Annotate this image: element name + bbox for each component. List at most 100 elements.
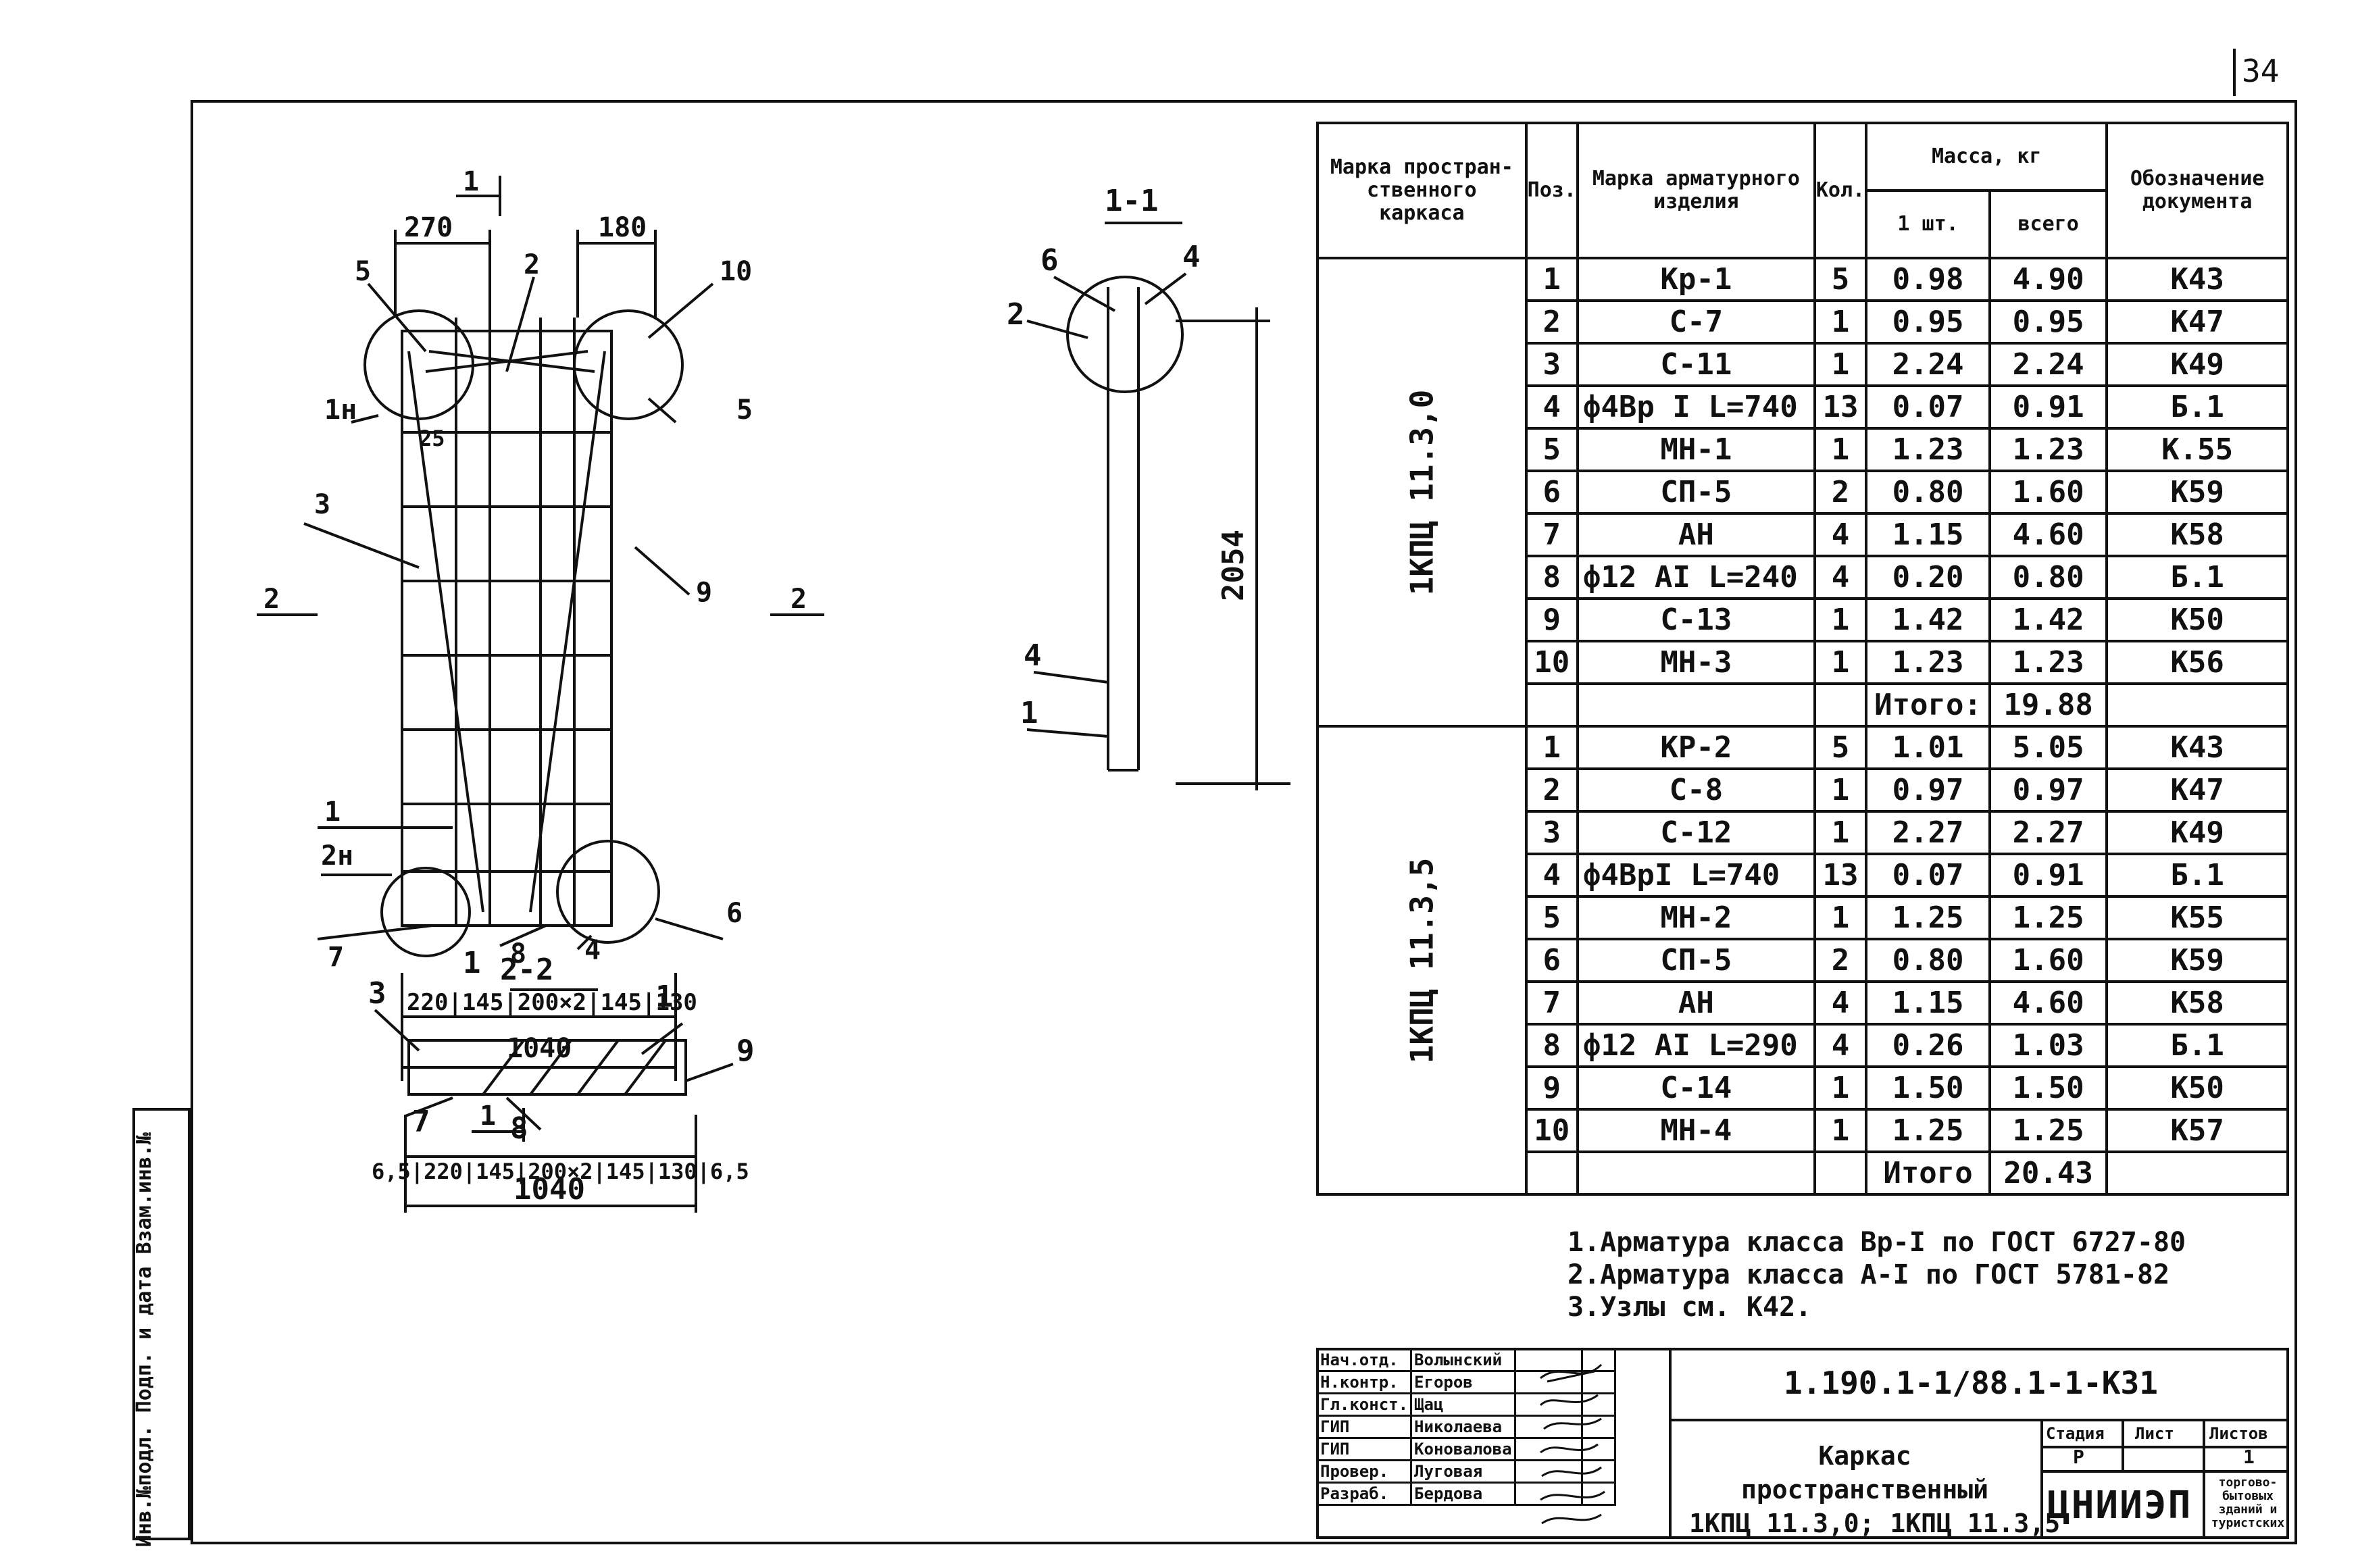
header-qty: Кол.: [1813, 122, 1868, 259]
frame-elevation-drawing: 1 270 180 5 2 10 1н 5 25 3 2 9 2 1 2н 6 …: [257, 166, 824, 1142]
cell-qty: 2: [1813, 470, 1868, 515]
cell-unit-mass: 0.97: [1865, 767, 1991, 813]
s11-label-4b: 4: [1024, 638, 1042, 673]
label-5a: 5: [355, 256, 371, 287]
cell-qty: 1: [1813, 810, 1868, 855]
document-code: 1.190.1-1/88.1-1-К31: [1784, 1365, 2158, 1401]
label-10: 10: [720, 256, 752, 287]
stage-hline: [2040, 1446, 2289, 1448]
label-1: 1: [324, 796, 341, 828]
notes-block: 1.Арматура класса Вр-I по ГОСТ 6727-80 2…: [1567, 1226, 2186, 1323]
cell-unit-mass: 0.80: [1865, 470, 1991, 515]
cell-mark: СП-5: [1576, 938, 1816, 983]
cell-qty: 4: [1813, 1023, 1868, 1068]
cell-doc: К50: [2105, 1065, 2289, 1111]
cell-pos: 1: [1524, 257, 1579, 302]
group-1-frame-cell: 1КПЦ 11.3,0: [1316, 257, 1528, 728]
cell-mark: С-13: [1576, 597, 1816, 642]
drawing-frame: [191, 100, 2297, 1544]
page-number: 34: [2242, 53, 2280, 89]
cell-unit-mass: 1.50: [1865, 1065, 1991, 1111]
note-line: 3.Узлы см. К42.: [1567, 1292, 1812, 1323]
cell-pos: 6: [1524, 938, 1579, 983]
total-label: Итого: [1865, 1150, 1991, 1196]
cell-qty: 5: [1813, 257, 1868, 302]
section-2-left: 2: [264, 584, 280, 615]
total-label: Итого:: [1865, 682, 1991, 728]
cell-pos: 3: [1524, 810, 1579, 855]
signature-table: Нач.отд.Волынский Н.контр.Егоров Гл.конс…: [1315, 1348, 1616, 1506]
cell-pos: 9: [1524, 597, 1579, 642]
cell-qty: 4: [1813, 555, 1868, 600]
cell-total-mass: 5.05: [1988, 725, 2109, 770]
cell-pos: 9: [1524, 1065, 1579, 1111]
title-line-2: пространственный: [1740, 1475, 1989, 1504]
signature-name: Луговая: [1410, 1459, 1516, 1484]
cell-pos: 4: [1524, 384, 1579, 430]
cell-unit-mass: 0.80: [1865, 938, 1991, 983]
cell-doc: К49: [2105, 810, 2289, 855]
cell-mark: СП-5: [1576, 470, 1816, 515]
s11-label-1: 1: [1020, 696, 1038, 730]
sheets-value: 1: [2243, 1446, 2255, 1468]
cell-mark: КР-2: [1576, 725, 1816, 770]
cell-mark: С-14: [1576, 1065, 1816, 1111]
cell-doc: К57: [2105, 1108, 2289, 1153]
signature-role: Нач.отд.: [1315, 1348, 1413, 1372]
drawing-title: Каркас пространственный 1КПЦ 11.3,0; 1КП…: [1689, 1439, 2060, 1540]
signature-role: ГИП: [1315, 1437, 1413, 1461]
total-value: 19.88: [1988, 682, 2109, 728]
section-2-right: 2: [791, 584, 807, 615]
s22-section-mark: 1: [463, 946, 481, 980]
signature-name: Николаева: [1410, 1415, 1516, 1439]
cell-qty: 4: [1813, 980, 1868, 1026]
cell-unit-mass: 1.23: [1865, 640, 1991, 685]
cell-unit-mass: 1.25: [1865, 1108, 1991, 1153]
cell-unit-mass: 1.25: [1865, 895, 1991, 940]
signatures-handwritten: [1539, 1363, 1605, 1525]
group-2-frame-cell: 1КПЦ 11.3,5: [1316, 725, 1528, 1196]
group-1-frame-mark: 1КПЦ 11.3,0: [1403, 389, 1440, 595]
cell-mark: С-8: [1576, 767, 1816, 813]
cell-unit-mass: 1.42: [1865, 597, 1991, 642]
stage-vline-2: [2203, 1419, 2205, 1539]
cell-qty: 5: [1813, 725, 1868, 770]
section-mark-top: 1: [463, 166, 479, 197]
header-pos: Поз.: [1524, 122, 1579, 259]
cell-unit-mass: 1.01: [1865, 725, 1991, 770]
s22-label-3: 3: [368, 976, 386, 1011]
cell-unit-mass: 0.07: [1865, 384, 1991, 430]
label-3: 3: [314, 489, 330, 520]
dim-2054: 2054: [1216, 530, 1251, 601]
label-7: 7: [328, 942, 344, 973]
s11-label-4a: 4: [1182, 240, 1201, 274]
signature-role: Гл.конст.: [1315, 1392, 1413, 1417]
signature-row: Н.контр.Егоров: [1315, 1370, 1616, 1394]
cell-doc: К47: [2105, 767, 2289, 813]
cell-doc: Б.1: [2105, 384, 2289, 430]
stage-value: Р: [2073, 1446, 2084, 1468]
stage-divider: [2040, 1419, 2043, 1539]
s22-dim-total: 1040: [513, 1172, 585, 1207]
cell-unit-mass: 1.15: [1865, 512, 1991, 557]
cell-doc: К55: [2105, 895, 2289, 940]
dim-180: 180: [598, 212, 647, 243]
section-1-1-title: 1-1: [1105, 184, 1158, 218]
cell-mark: Кр-1: [1576, 257, 1816, 302]
cell-total-mass: 2.27: [1988, 810, 2109, 855]
cell-unit-mass: 0.98: [1865, 257, 1991, 302]
label-8: 8: [510, 938, 526, 969]
cell-mark: МН-3: [1576, 640, 1816, 685]
title-hline: [1669, 1419, 2289, 1421]
side-stamp-strip: [132, 1108, 191, 1540]
signature-role: ГИП: [1315, 1415, 1413, 1439]
cell-qty: 1: [1813, 427, 1868, 472]
cell-qty: 1: [1813, 767, 1868, 813]
